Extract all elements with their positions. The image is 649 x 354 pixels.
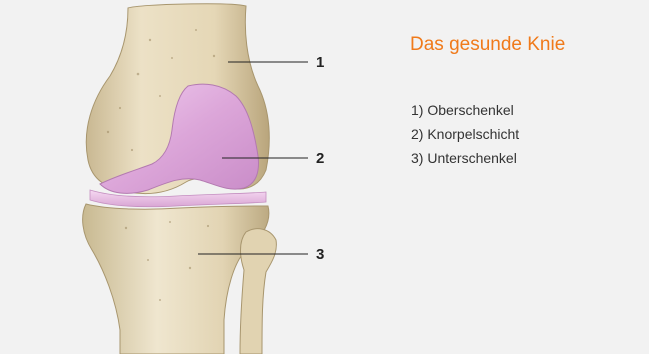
- legend-item-oberschenkel: 1) Oberschenkel: [411, 98, 519, 122]
- fibula-bone: [240, 229, 276, 354]
- callout-number-1: 1: [316, 55, 324, 70]
- diagram-title: Das gesunde Knie: [410, 34, 565, 56]
- callout-number-2: 2: [316, 151, 324, 166]
- legend-item-knorpelschicht: 2) Knorpelschicht: [411, 122, 519, 146]
- callout-number-3: 3: [316, 247, 324, 262]
- legend-list: 1) Oberschenkel 2) Knorpelschicht 3) Unt…: [411, 98, 519, 170]
- legend-item-unterschenkel: 3) Unterschenkel: [411, 146, 519, 170]
